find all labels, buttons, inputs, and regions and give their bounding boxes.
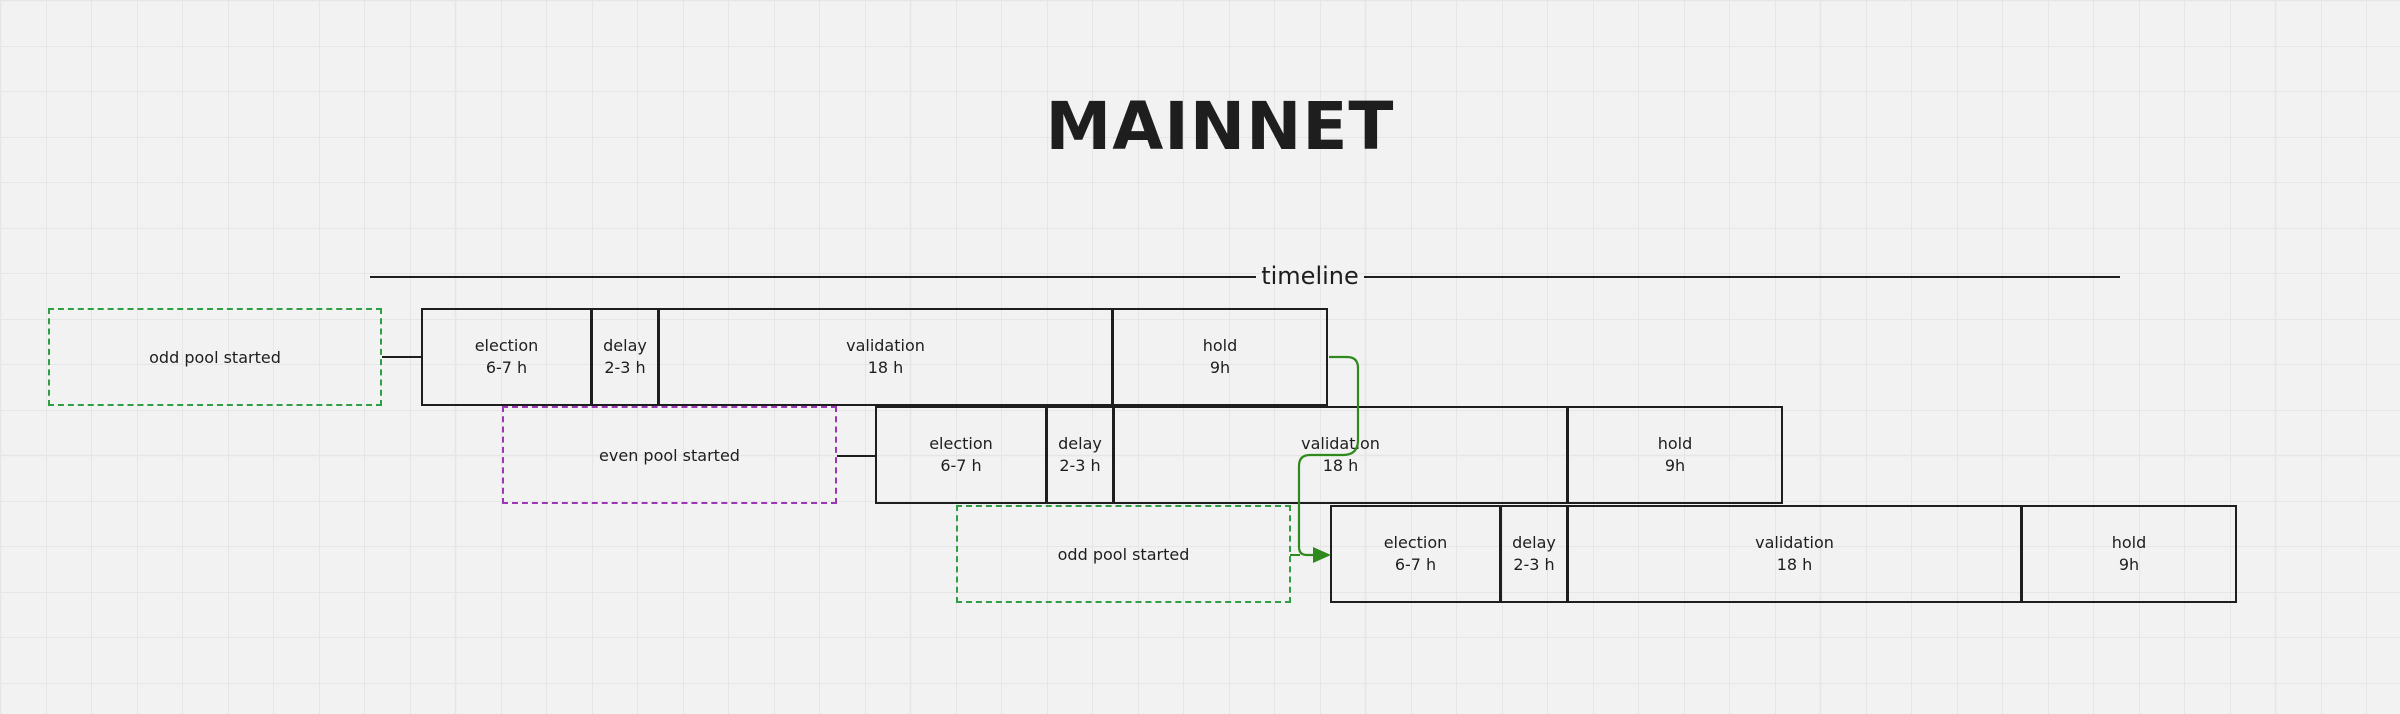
phase-name: delay: [1058, 434, 1102, 453]
arrow-line: [1297, 355, 1360, 557]
timeline-line-right: [1364, 276, 2120, 278]
phase-name: validation: [846, 336, 925, 355]
phase-name: validation: [1755, 533, 1834, 552]
timeline-line-left: [370, 276, 1256, 278]
phase-duration: 2-3 h: [604, 358, 646, 377]
phase-duration: 6-7 h: [940, 456, 982, 475]
phase-duration: 18 h: [1322, 456, 1359, 475]
pool-connector: [837, 455, 876, 457]
phase-duration: 2-3 h: [1513, 555, 1555, 574]
phase-name: validation: [1301, 434, 1380, 453]
pool-label: even pool started: [599, 445, 740, 465]
phase-name: hold: [2111, 533, 2147, 552]
phase-duration: 2-3 h: [1059, 456, 1101, 475]
hold-phase-box[interactable]: hold 9h: [1111, 308, 1328, 406]
phase-duration: 6-7 h: [485, 358, 528, 377]
phase-duration: 18 h: [867, 358, 904, 377]
even-pool-started-box[interactable]: even pool started: [502, 406, 837, 504]
phase-duration: 18 h: [1776, 555, 1813, 574]
arrow-head-icon: [1313, 547, 1331, 563]
delay-phase-box[interactable]: delay 2-3 h: [1499, 505, 1568, 603]
phase-name: election: [1383, 533, 1448, 552]
pool-label: odd pool started: [149, 347, 281, 367]
election-phase-box[interactable]: election 6-7 h: [421, 308, 592, 406]
pool-connector: [382, 356, 422, 358]
phase-duration: 9h: [1209, 358, 1231, 377]
phase-name: delay: [1512, 533, 1556, 552]
phase-duration: 9h: [2118, 555, 2140, 574]
phase-name: election: [929, 434, 993, 453]
phase-name: hold: [1202, 336, 1238, 355]
phase-duration: 9h: [1664, 456, 1686, 475]
phase-duration: 6-7 h: [1394, 555, 1437, 574]
diagram-title: MAINNET: [1045, 88, 1395, 165]
odd-pool-started-box[interactable]: odd pool started: [48, 308, 382, 406]
timeline-label: timeline: [1261, 262, 1359, 290]
phase-name: delay: [603, 336, 647, 355]
phase-name: hold: [1657, 434, 1693, 453]
hold-phase-box[interactable]: hold 9h: [1566, 406, 1783, 504]
hold-phase-box[interactable]: hold 9h: [2020, 505, 2237, 603]
phase-name: election: [474, 336, 539, 355]
pool-label: odd pool started: [1057, 544, 1190, 564]
